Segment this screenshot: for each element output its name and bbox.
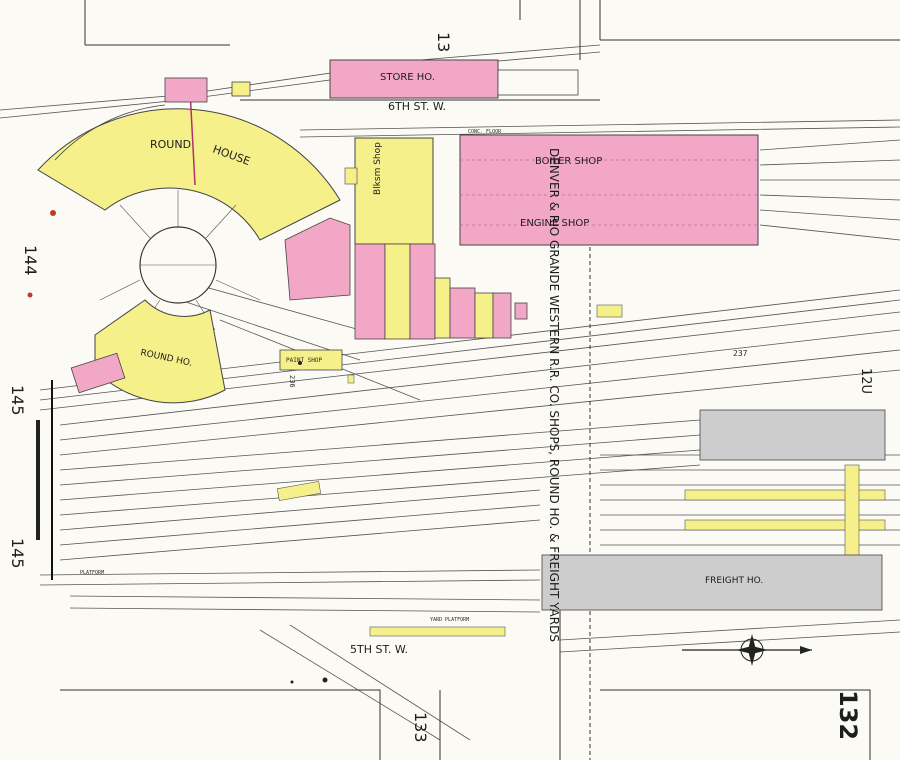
store-ho-label: STORE HO. <box>380 72 435 83</box>
platform-note: PLATFORM <box>80 570 104 576</box>
survey-dots <box>290 361 328 684</box>
store-house: STORE HO. <box>329 59 579 99</box>
small-shed <box>231 81 251 97</box>
block-number-237: 237 <box>733 349 748 358</box>
yellow-platforms <box>276 304 886 637</box>
boiler-engine-shop: BOILER SHOP ENGINE SHOP <box>459 134 759 246</box>
page-number-bottom: 133 <box>411 712 430 743</box>
page-number-left-lower: 145 <box>8 538 27 569</box>
turntable <box>99 190 261 331</box>
round-house-small: ROUND HO. <box>94 299 226 404</box>
hydrant-icon <box>27 210 56 298</box>
conc-floor-note: CONC. FLOOR <box>468 129 502 135</box>
street-lines <box>60 0 900 760</box>
round-house-large: ROUND HOUSE <box>37 89 341 241</box>
round-house-label-1: ROUND <box>150 138 191 151</box>
page-number-corner: 132 <box>834 690 862 740</box>
small-shed-3 <box>347 374 355 384</box>
yard-platform-note: YARD PLATFORM <box>430 617 469 623</box>
street-label-5th: 5TH ST. W. <box>350 643 408 656</box>
paint-shop-label: PAINT SHOP <box>286 357 323 364</box>
page-number-left-upper: 144 <box>21 245 40 276</box>
blacksmith-shop: Blksm Shop <box>354 137 434 245</box>
round-ho-annex <box>70 352 126 394</box>
engine-shop-label: ENGINE SHOP <box>520 218 589 229</box>
company-label: DENVER & RIO GRANDE WESTERN R.R. CO. SHO… <box>547 148 561 642</box>
blksm-shop-label: Blksm Shop <box>373 142 383 195</box>
gray-sheds <box>541 409 886 611</box>
page-number-left-mid: 145 <box>8 385 27 416</box>
round-house-annex <box>164 77 208 103</box>
block-number-236: 236 <box>288 375 296 388</box>
north-arrow-icon <box>682 634 812 666</box>
paint-shop: PAINT SHOP <box>279 349 343 371</box>
boiler-shop-label: BOILER SHOP <box>535 156 602 167</box>
page-number-top: 13 <box>434 32 453 52</box>
small-shed-2 <box>344 167 358 185</box>
shop-cluster <box>284 217 528 340</box>
scale-bar <box>36 420 40 540</box>
page-number-right: 12U <box>858 368 873 394</box>
street-label-6th: 6TH ST. W. <box>388 100 446 113</box>
freight-ho-label: FREIGHT HO. <box>705 576 763 586</box>
